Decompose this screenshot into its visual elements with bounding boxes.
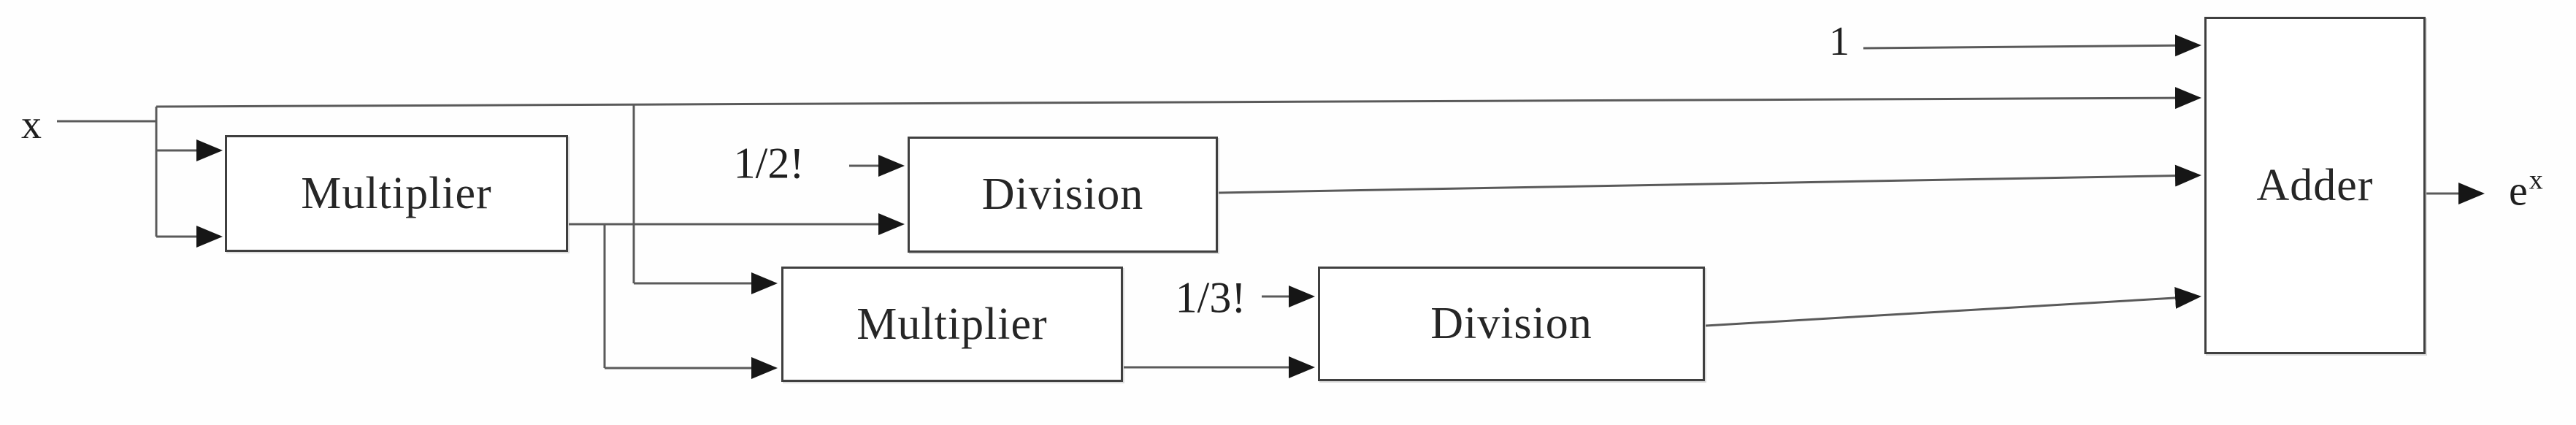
division1-block: Division — [908, 137, 1218, 253]
coefficient-half-factorial-label: 1/2! — [733, 139, 805, 188]
output-ex-label: ex — [2509, 164, 2543, 215]
division1-label: Division — [981, 169, 1144, 219]
input-x-label: x — [21, 102, 42, 148]
adder-block: Adder — [2204, 17, 2426, 354]
output-exponent: x — [2529, 164, 2543, 196]
constant-one-label: 1 — [1829, 19, 1849, 64]
coefficient-third-factorial-label: 1/3! — [1175, 273, 1246, 322]
output-base: e — [2509, 166, 2528, 215]
arrow-x-to-adder — [156, 87, 2201, 110]
division2-block: Division — [1318, 267, 1705, 381]
multiplier2-label: Multiplier — [856, 299, 1048, 349]
multiplier1-label: Multiplier — [301, 168, 492, 218]
arrow-division1-to-adder — [1218, 164, 2201, 194]
division2-label: Division — [1430, 299, 1592, 348]
multiplier2-block: Multiplier — [781, 267, 1123, 382]
multiplier1-block: Multiplier — [225, 135, 568, 252]
arrow-division2-to-adder — [1705, 286, 2201, 327]
adder-label: Adder — [2256, 160, 2374, 210]
arrow-one-to-adder — [1863, 34, 2201, 57]
